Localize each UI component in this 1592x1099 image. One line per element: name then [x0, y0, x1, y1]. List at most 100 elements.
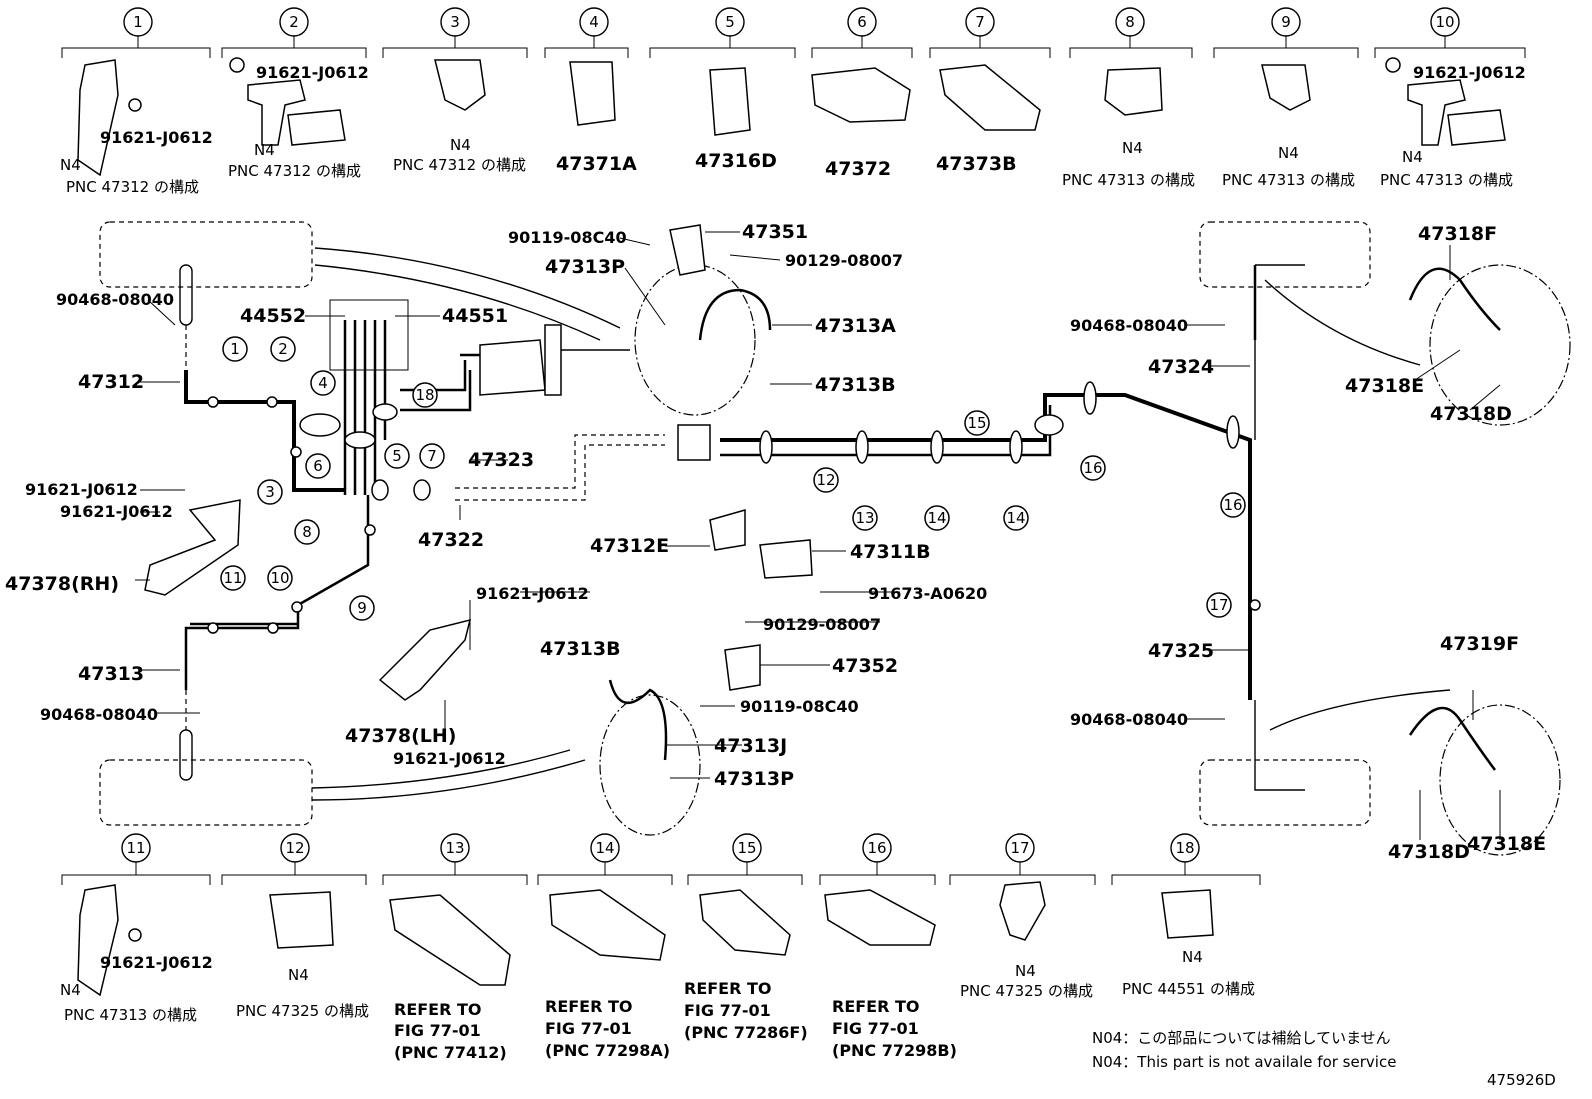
rear-left-wheel-area	[99, 759, 313, 826]
label-47312: 47312	[78, 371, 144, 393]
label-47319f: 47319F	[1440, 633, 1519, 655]
svg-text:18: 18	[1175, 839, 1194, 857]
label-47313b-1: 47313B	[815, 374, 896, 396]
svg-text:2: 2	[278, 340, 288, 358]
svg-text:14: 14	[1006, 509, 1025, 527]
callout-12: 12 N4 PNC 47325 の構成	[221, 833, 369, 1020]
svg-text:N4: N4	[1402, 148, 1423, 166]
svg-text:N4: N4	[288, 966, 309, 984]
label-90119-1: 90119-08C40	[508, 228, 627, 247]
label-47318d-2: 47318D	[1388, 841, 1470, 863]
callout-10: 10 91621-J0612 N4 PNC 47313 の構成	[1374, 7, 1526, 189]
svg-text:6: 6	[857, 13, 867, 31]
callout-3: 3 N4 PNC 47312 の構成	[382, 7, 528, 174]
svg-text:15: 15	[967, 414, 986, 432]
label-47313a: 47313A	[815, 315, 896, 337]
figure-id: 475926D	[1487, 1071, 1556, 1089]
svg-text:REFER TO: REFER TO	[832, 997, 920, 1016]
svg-text:11: 11	[223, 569, 242, 587]
svg-text:PNC 47312 の構成: PNC 47312 の構成	[66, 178, 199, 196]
svg-text:13: 13	[445, 839, 464, 857]
callout-8: 8 N4 PNC 47313 の構成	[1062, 7, 1195, 189]
svg-text:10: 10	[270, 569, 289, 587]
svg-text:91621-J0612: 91621-J0612	[100, 953, 213, 972]
note-en: N04：This part is not availale for servic…	[1092, 1053, 1396, 1071]
svg-text:(PNC 77412): (PNC 77412)	[394, 1043, 507, 1062]
svg-text:PNC 47313 の構成: PNC 47313 の構成	[1062, 171, 1195, 189]
label-90468-1: 90468-08040	[56, 290, 174, 309]
bottom-callouts: 11 91621-J0612 N4 PNC 47313 の構成 12 N4 PN…	[60, 833, 1261, 1062]
label-47378-lh: 47378(LH)	[345, 725, 456, 747]
svg-text:91621-J0612: 91621-J0612	[256, 63, 369, 82]
svg-text:16: 16	[1223, 496, 1242, 514]
label-91621-a: 91621-J0612	[25, 480, 138, 499]
svg-text:8: 8	[302, 523, 312, 541]
svg-text:1: 1	[230, 340, 240, 358]
svg-text:8: 8	[1125, 13, 1135, 31]
svg-text:FIG 77-01: FIG 77-01	[394, 1021, 481, 1040]
svg-text:10: 10	[1435, 13, 1454, 31]
label-91621-c: 91621-J0612	[476, 584, 589, 603]
svg-text:FIG 77-01: FIG 77-01	[684, 1001, 771, 1020]
label-47325: 47325	[1148, 640, 1214, 662]
callout-13: 13 REFER TO FIG 77-01 (PNC 77412)	[382, 833, 528, 1062]
label-90129-2: 90129-08007	[763, 615, 881, 634]
callout-11: 11 91621-J0612 N4 PNC 47313 の構成	[60, 833, 213, 1024]
svg-text:PNC 47312 の構成: PNC 47312 の構成	[228, 162, 361, 180]
label-47323: 47323	[468, 449, 534, 471]
svg-text:11: 11	[126, 839, 145, 857]
svg-text:N4: N4	[1182, 948, 1203, 966]
label-91673: 91673-A0620	[868, 584, 987, 603]
svg-text:N4: N4	[60, 981, 81, 999]
svg-text:4: 4	[318, 374, 328, 392]
label-44552: 44552	[240, 305, 306, 327]
svg-text:FIG 77-01: FIG 77-01	[832, 1019, 919, 1038]
label-90129-1: 90129-08007	[785, 251, 903, 270]
svg-text:17: 17	[1010, 839, 1029, 857]
part-labels: 90468-08040 47312 91621-J0612 91621-J061…	[5, 221, 1546, 863]
svg-text:14: 14	[927, 509, 946, 527]
svg-text:FIG 77-01: FIG 77-01	[545, 1019, 632, 1038]
label-47352: 47352	[832, 655, 898, 677]
svg-text:PNC 44551 の構成: PNC 44551 の構成	[1122, 980, 1255, 998]
svg-text:13: 13	[855, 509, 874, 527]
svg-text:7: 7	[427, 447, 437, 465]
callout-7: 7 47373B	[929, 7, 1051, 175]
svg-text:N4: N4	[60, 156, 81, 174]
label-91621-d: 91621-J0612	[393, 749, 506, 768]
svg-text:5: 5	[725, 13, 735, 31]
label-91621-b: 91621-J0612	[60, 502, 173, 521]
front-right-wheel-area	[1199, 221, 1371, 288]
label-47378-rh: 47378(RH)	[5, 573, 119, 595]
svg-text:47373B: 47373B	[936, 153, 1017, 175]
pipe-markers: 1 2 3 4 5 6 7 8 9 10 11 12 13 14 14 15 1…	[220, 336, 1246, 621]
label-47318e-2: 47318E	[1467, 833, 1546, 855]
label-47312e: 47312E	[590, 535, 669, 557]
svg-text:N4: N4	[1278, 144, 1299, 162]
svg-text:1: 1	[133, 13, 143, 31]
svg-text:47316D: 47316D	[695, 150, 777, 172]
svg-text:91621-J0612: 91621-J0612	[1413, 63, 1526, 82]
label-47313p-1: 47313P	[545, 256, 625, 278]
top-callouts: 1 91621-J0612 N4 PNC 47312 の構成 2 91621-J…	[60, 7, 1526, 196]
svg-text:PNC 47313 の構成: PNC 47313 の構成	[1380, 171, 1513, 189]
svg-text:PNC 47312 の構成: PNC 47312 の構成	[393, 156, 526, 174]
svg-text:6: 6	[313, 457, 323, 475]
callout-2: 2 91621-J0612 N4 PNC 47312 の構成	[221, 7, 369, 180]
callout-9: 9 N4 PNC 47313 の構成	[1213, 7, 1359, 189]
svg-text:(PNC 77298B): (PNC 77298B)	[832, 1041, 957, 1060]
callout-15: 15 REFER TO FIG 77-01 (PNC 77286F)	[684, 833, 808, 1042]
callout-4: 4 47371A	[544, 7, 637, 175]
svg-text:3: 3	[450, 13, 460, 31]
rear-right-wheel-area	[1199, 759, 1371, 826]
svg-text:2: 2	[289, 13, 299, 31]
svg-text:REFER TO: REFER TO	[684, 979, 772, 998]
svg-text:N4: N4	[1122, 139, 1143, 157]
label-47313: 47313	[78, 663, 144, 685]
svg-text:9: 9	[1281, 13, 1291, 31]
label-47318d-1: 47318D	[1430, 403, 1512, 425]
callout-6: 6 47372	[811, 7, 913, 180]
svg-text:5: 5	[392, 447, 402, 465]
label-47318e-1: 47318E	[1345, 375, 1424, 397]
